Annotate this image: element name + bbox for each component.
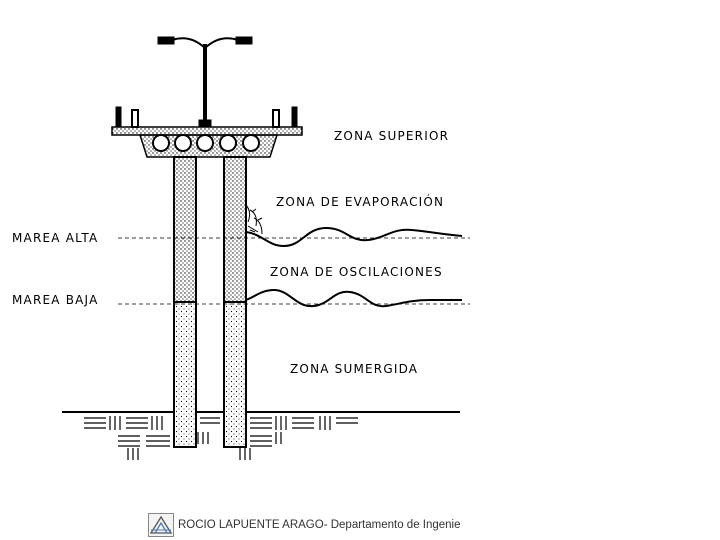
ground [62, 411, 460, 460]
deck [111, 126, 303, 158]
label-zona-sumergida: ZONA SUMERGIDA [290, 362, 418, 376]
footer-text: ROCÍO LAPUENTE ARAGÓ- Departamento de In… [178, 519, 461, 531]
railing-left [115, 106, 139, 128]
footer: ROCÍO LAPUENTE ARAGÓ- Departamento de In… [148, 512, 474, 538]
label-marea-alta: MAREA ALTA [12, 231, 98, 245]
label-zona-superior: ZONA SUPERIOR [334, 129, 449, 143]
label-zona-oscilaciones: ZONA DE OSCILACIONES [270, 265, 443, 279]
university-logo-icon [148, 513, 174, 537]
pile-left [173, 156, 197, 448]
lamp-post [157, 36, 253, 127]
splash-mark [245, 204, 263, 235]
railing-right [272, 106, 298, 128]
label-zona-evaporacion: ZONA DE EVAPORACIÓN [276, 194, 444, 209]
pile-right [223, 156, 247, 448]
low-tide-wave [245, 288, 462, 308]
label-marea-baja: MAREA BAJA [12, 293, 98, 307]
high-tide-wave [245, 226, 463, 248]
